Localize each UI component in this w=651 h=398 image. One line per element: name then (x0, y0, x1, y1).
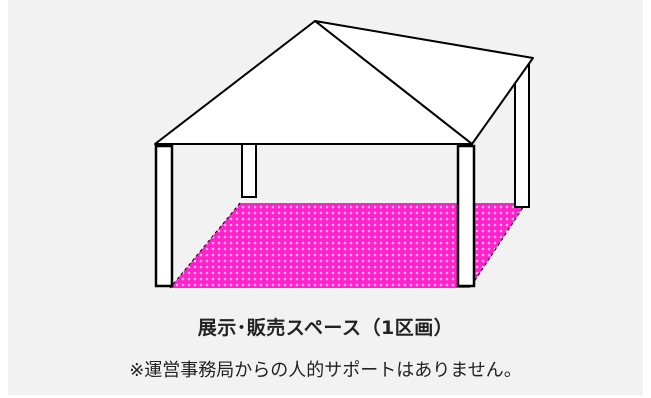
front-right-pole (456, 144, 476, 288)
tent-icon (154, 20, 534, 289)
caption-note: ※運営事務局からの人的サポートはありません。 (129, 360, 522, 381)
back-right-pole (514, 63, 530, 208)
floor-area (170, 203, 526, 288)
caption-title: 展示･販売スペース（1区画） (197, 317, 454, 339)
roof-front (154, 20, 473, 145)
front-left-pole (154, 144, 174, 288)
back-left-pole (241, 141, 257, 198)
